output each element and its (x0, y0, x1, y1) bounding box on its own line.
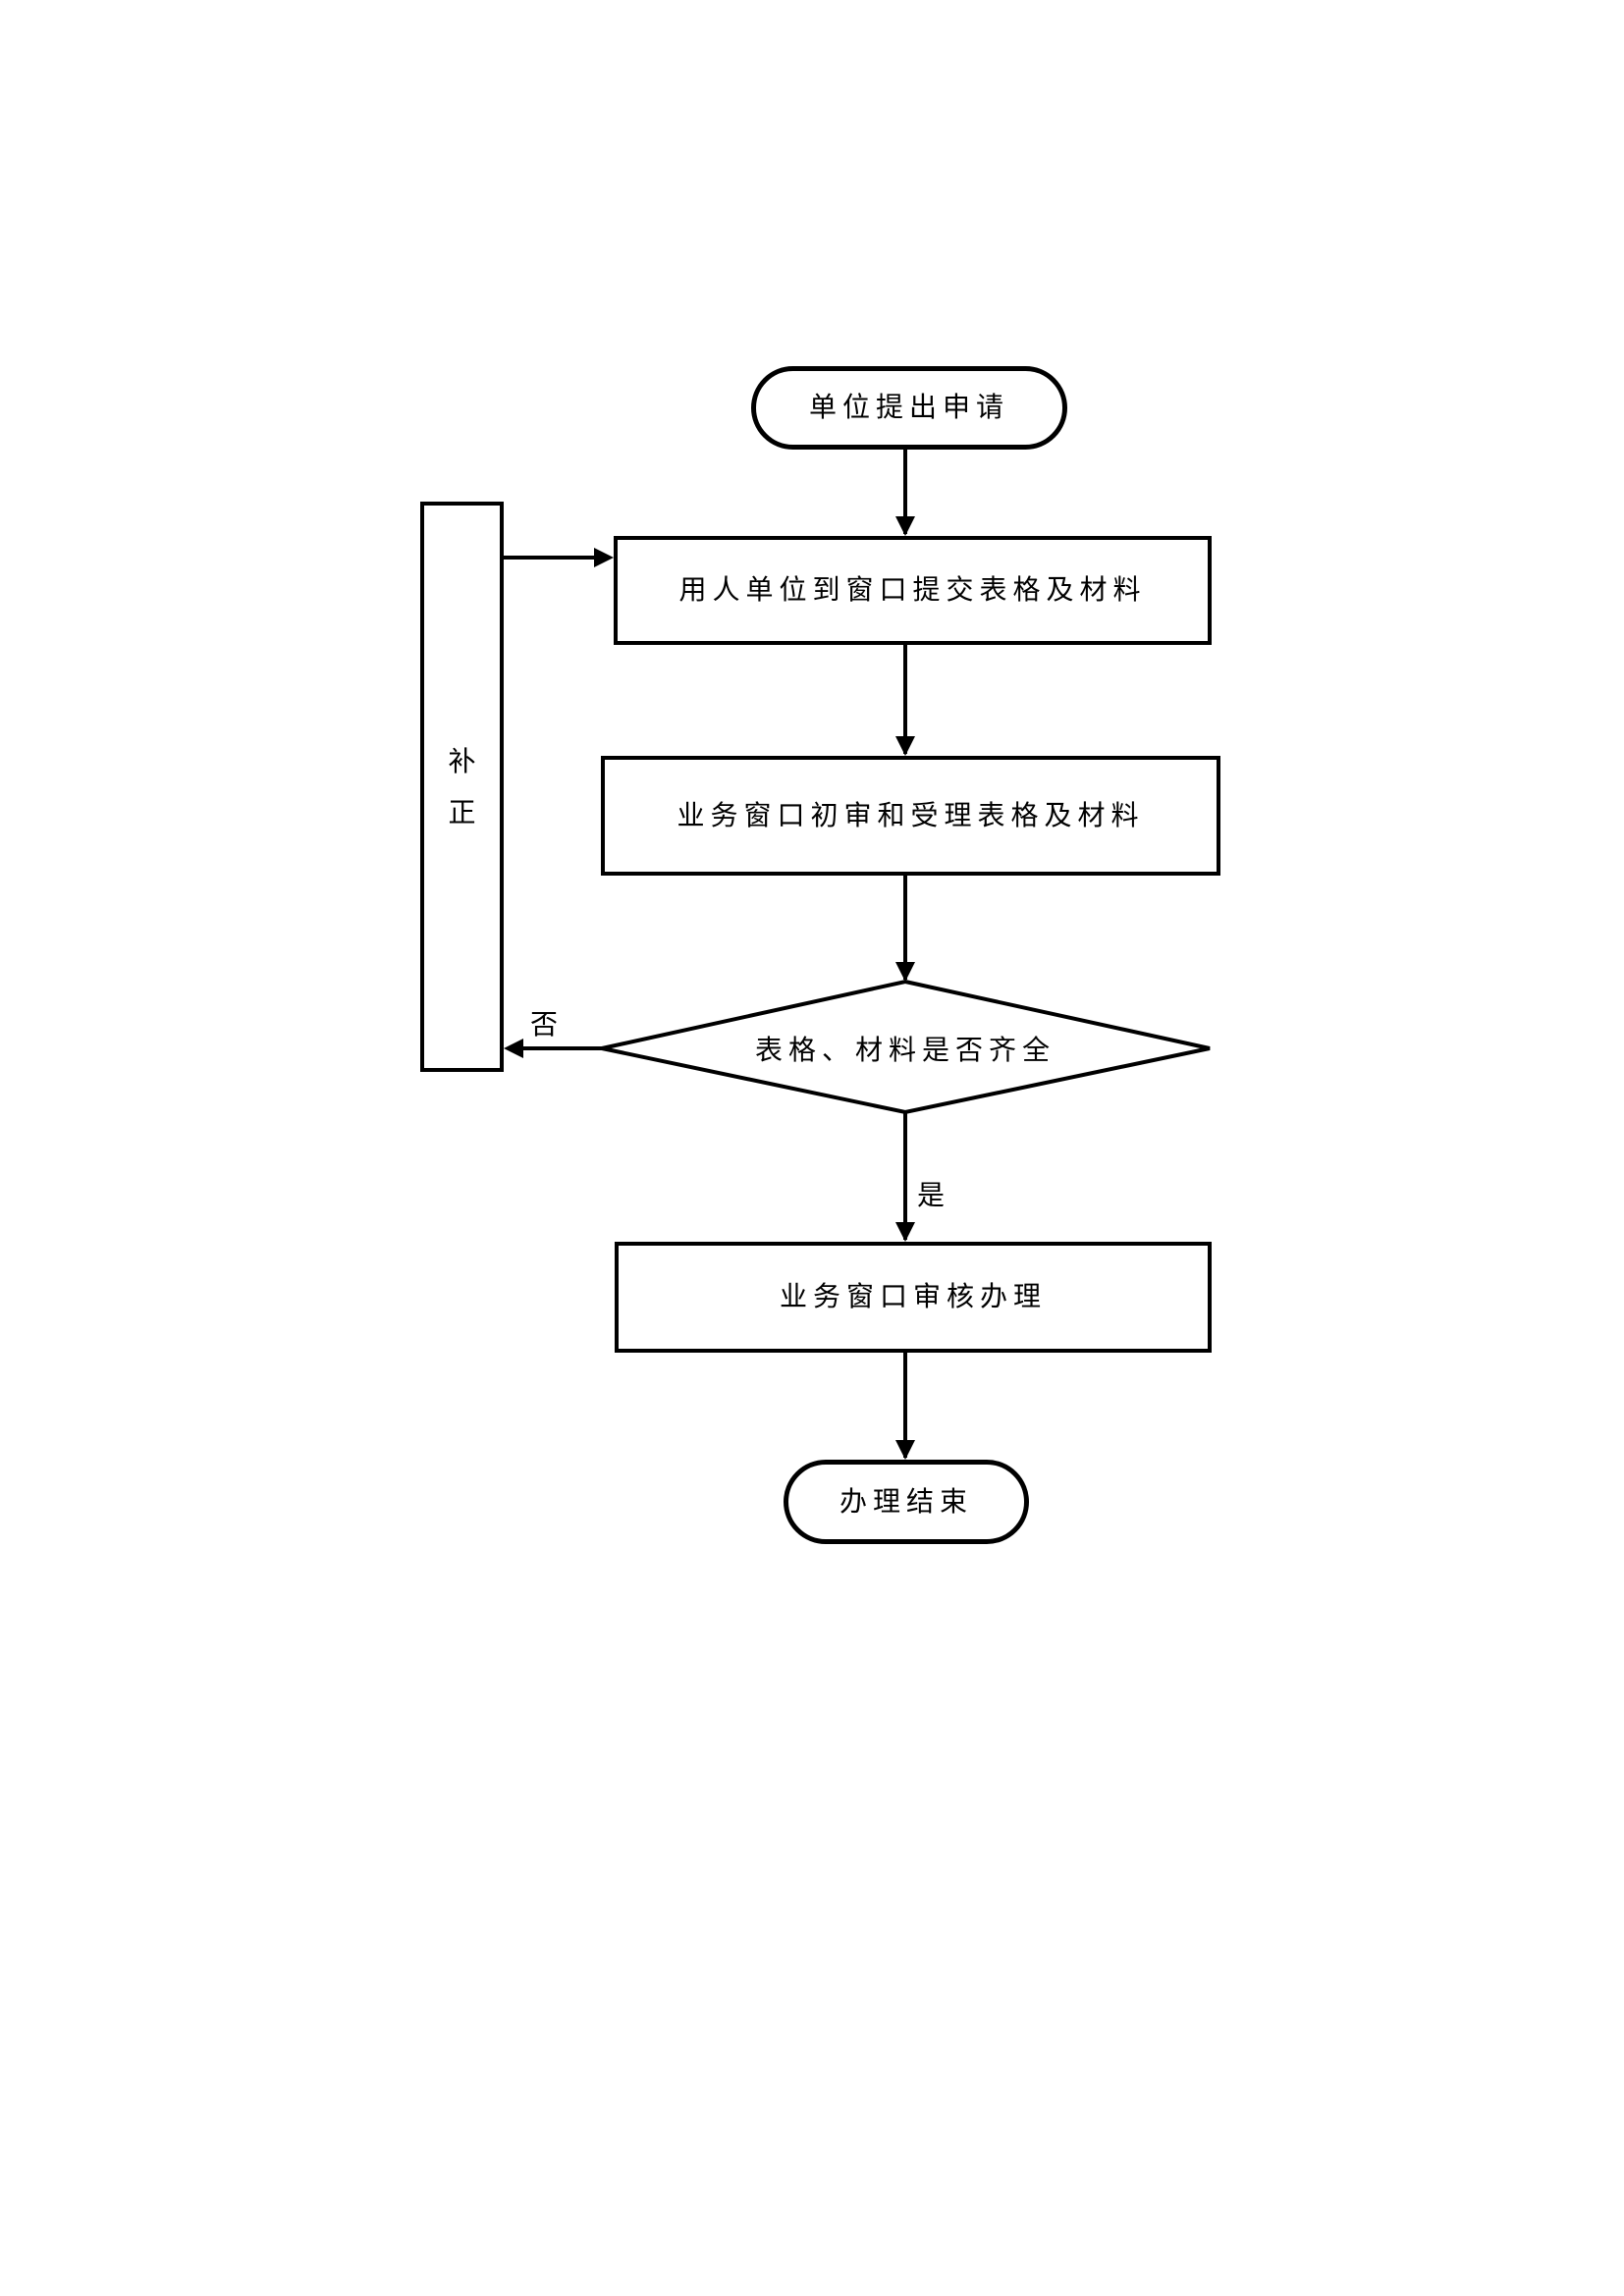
edge-label-yes: 是 (917, 1179, 946, 1211)
edge-review-decision-arrowhead (895, 962, 915, 982)
start-node-label: 单位提出申请 (808, 391, 1009, 424)
edge-handle-end-arrowhead (895, 1440, 915, 1460)
handle-node-label: 业务窗口审核办理 (779, 1280, 1047, 1313)
review-process-node: 业务窗口初审和受理表格及材料 (601, 756, 1220, 876)
decision-node-label: 表格、材料是否齐全 (754, 1034, 1056, 1066)
correction-node-label: 补正 (448, 744, 476, 828)
edge-label-no: 否 (530, 1008, 559, 1041)
end-terminator-node: 办理结束 (784, 1460, 1029, 1544)
start-terminator-node: 单位提出申请 (751, 366, 1067, 450)
correction-process-node: 补正 (420, 502, 504, 1072)
edge-correction-submit-arrowhead (594, 548, 614, 567)
edge-decision-handle-arrowhead (895, 1222, 915, 1242)
review-node-label: 业务窗口初审和受理表格及材料 (677, 798, 1145, 831)
submit-node-label: 用人单位到窗口提交表格及材料 (678, 573, 1147, 607)
decision-node: 表格、材料是否齐全 (670, 1021, 1141, 1076)
handle-process-node: 业务窗口审核办理 (615, 1242, 1212, 1353)
edge-start-submit-arrowhead (895, 516, 915, 536)
edge-decision-correction-arrowhead (504, 1039, 523, 1058)
submit-process-node: 用人单位到窗口提交表格及材料 (614, 536, 1212, 645)
edge-submit-review-arrowhead (895, 736, 915, 756)
end-node-label: 办理结束 (839, 1484, 973, 1518)
